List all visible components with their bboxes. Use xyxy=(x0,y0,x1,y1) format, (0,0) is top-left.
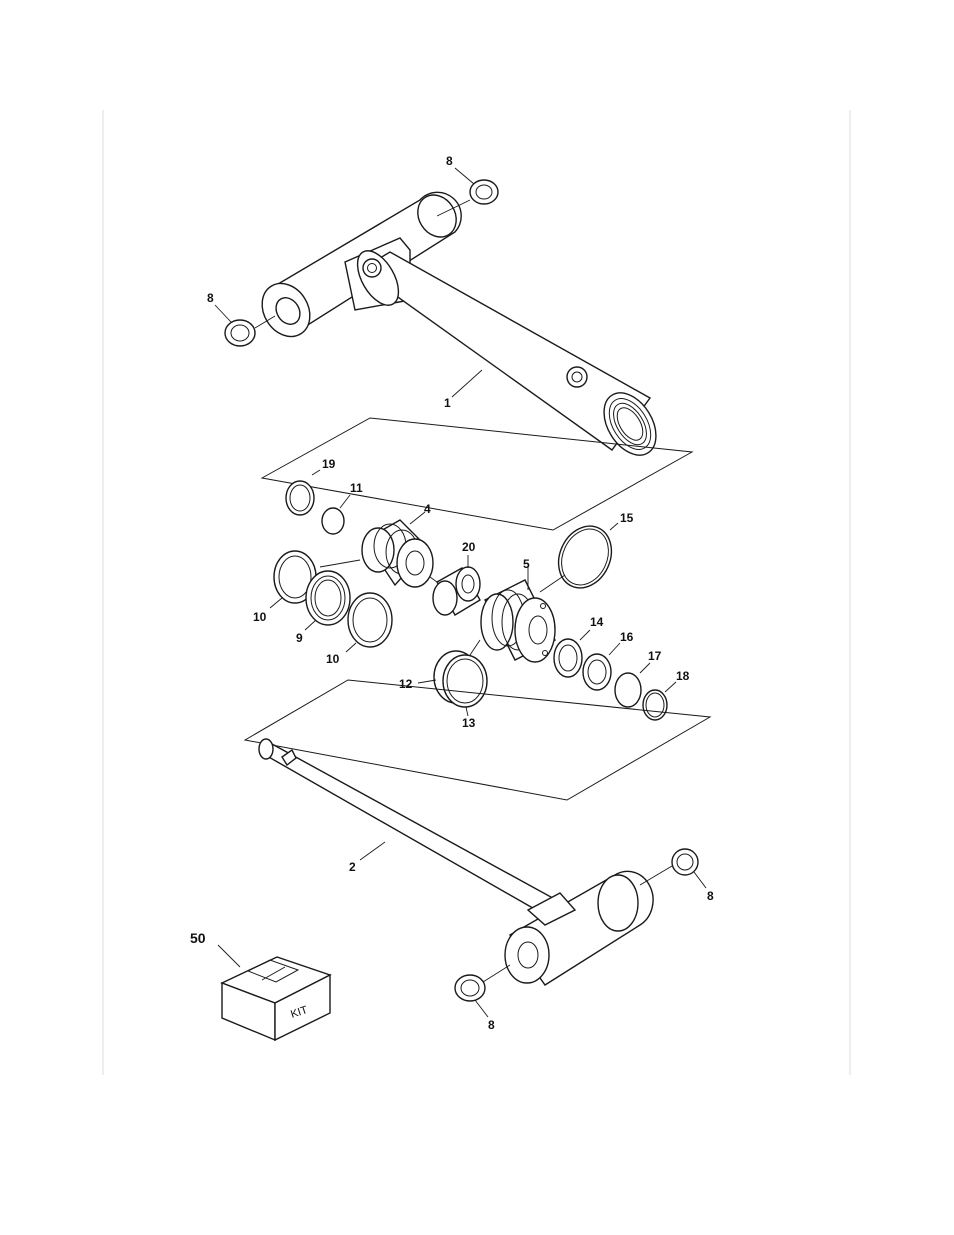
callout-18: 18 xyxy=(676,669,690,683)
callout-11: 11 xyxy=(350,481,363,495)
rod-seal-16 xyxy=(582,642,621,691)
oring-11 xyxy=(321,494,351,535)
callout-5: 5 xyxy=(523,557,530,571)
wiper-14 xyxy=(553,629,591,678)
callout-9: 9 xyxy=(296,631,303,645)
bushing-8-top xyxy=(436,167,499,217)
seal-9 xyxy=(304,570,351,631)
callout-8-right: 8 xyxy=(707,889,714,903)
kit-box-50: KIT xyxy=(217,944,332,1042)
callout-17: 17 xyxy=(648,649,662,663)
wear-ring-10-a xyxy=(269,550,317,609)
bushing-8-right xyxy=(639,848,707,889)
assembly-plane-lower xyxy=(243,679,712,801)
callout-16: 16 xyxy=(620,630,634,644)
callout-15: 15 xyxy=(620,511,634,525)
bushing-8-bottom xyxy=(454,964,511,1018)
callout-2: 2 xyxy=(349,860,356,874)
oring-17 xyxy=(614,662,651,708)
spacer-20 xyxy=(429,555,481,616)
wear-ring-10-b xyxy=(345,592,393,653)
callout-8-bottom: 8 xyxy=(488,1018,495,1032)
kit-box-label: KIT xyxy=(289,1004,309,1021)
assembly-plane-upper xyxy=(260,417,694,531)
callout-13: 13 xyxy=(462,716,476,730)
callout-19: 19 xyxy=(322,457,336,471)
seal-13 xyxy=(442,639,488,717)
callout-1: 1 xyxy=(444,396,451,410)
oring-15 xyxy=(557,522,619,589)
callout-20: 20 xyxy=(462,540,476,554)
ring-18 xyxy=(642,681,677,721)
barrel-assembly xyxy=(261,191,657,456)
callout-labels: 8 8 1 19 11 4 15 20 5 10 9 10 14 16 17 1… xyxy=(190,154,714,1032)
head-5 xyxy=(480,567,566,663)
callout-4: 4 xyxy=(424,502,431,516)
snap-ring-19 xyxy=(285,469,321,516)
callout-8-left: 8 xyxy=(207,291,214,305)
callout-12: 12 xyxy=(399,677,413,691)
callout-50: 50 xyxy=(190,930,206,946)
callout-10-b: 10 xyxy=(326,652,340,666)
leader-1 xyxy=(451,369,483,398)
bushing-8-left xyxy=(214,304,276,347)
rod-assembly-2 xyxy=(258,738,654,986)
callout-8-top: 8 xyxy=(446,154,453,168)
piston-4 xyxy=(319,511,434,588)
callout-10-a: 10 xyxy=(253,610,267,624)
callout-14: 14 xyxy=(590,615,604,629)
